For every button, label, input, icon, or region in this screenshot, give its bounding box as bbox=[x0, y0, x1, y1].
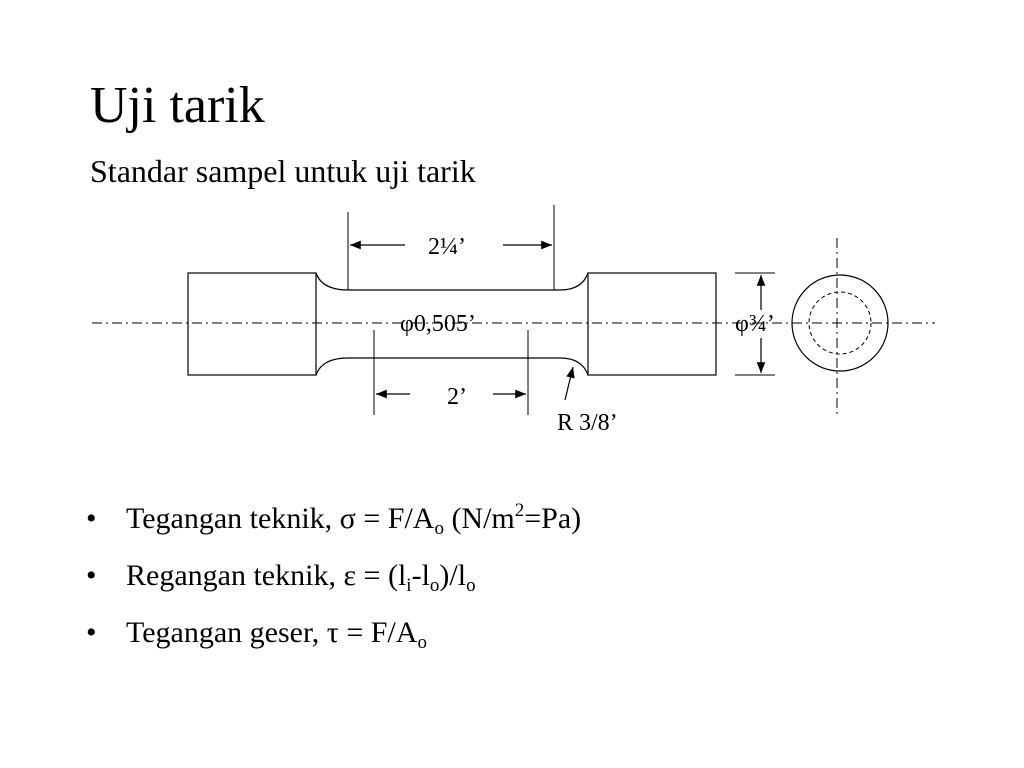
dimension-reduced-length: 2¼’ bbox=[428, 234, 466, 260]
list-item-engineering-stress: • Tegangan teknik, σ = F/Ao (N/m2=Pa) bbox=[86, 500, 582, 539]
list-item-engineering-strain: • Regangan teknik, ε = (li-lo)/lo bbox=[86, 559, 476, 596]
bullet-icon: • bbox=[86, 559, 97, 592]
list-item-shear-stress: • Tegangan geser, τ = F/Ao bbox=[86, 616, 427, 653]
bullet-icon: • bbox=[86, 502, 97, 535]
slide-subtitle: Standar sampel untuk uji tarik bbox=[90, 153, 476, 189]
dimension-gauge-diameter: φ0,505’ bbox=[400, 311, 476, 337]
dimension-fillet-radius: R 3/8’ bbox=[557, 410, 618, 436]
formula-list: • Tegangan teknik, σ = F/Ao (N/m2=Pa) • … bbox=[86, 500, 582, 675]
cross-section-view bbox=[791, 238, 889, 415]
dimension-shoulder-diameter: φ¾’ bbox=[735, 311, 775, 337]
radius-leader-arrow bbox=[564, 366, 575, 401]
bullet-icon: • bbox=[86, 616, 97, 649]
dimension-gauge-length: 2’ bbox=[447, 384, 467, 410]
specimen-outline bbox=[187, 272, 717, 376]
slide-title: Uji tarik bbox=[90, 77, 265, 134]
